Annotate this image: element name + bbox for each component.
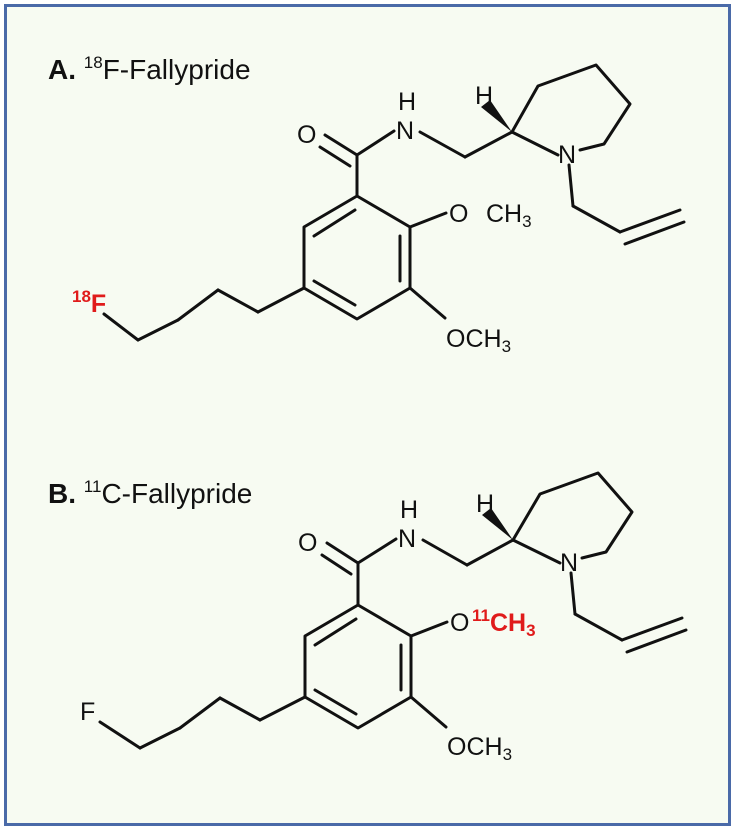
panel-a-amide-h-label: H [398, 88, 416, 116]
panel-b-letter: B. [48, 478, 76, 509]
panel-a-ring-n-bond [510, 130, 560, 157]
panel-a-methoxy-o-label: O [449, 200, 468, 228]
panel-b-ch2-bond [465, 538, 515, 567]
panel-a-chain-4 [136, 318, 180, 342]
panel-b-co-double-a [325, 541, 360, 565]
panel-b-allyl-1 [569, 571, 577, 616]
panel-a-benzene-ring [302, 194, 412, 321]
panel-a-ring-n-label: N [558, 141, 576, 169]
panel-b-chain-4 [138, 726, 182, 750]
panel-a-name: F-Fallypride [103, 54, 251, 85]
panel-a-allyl-3 [618, 208, 682, 234]
panel-b-pyrrolidine [511, 471, 634, 560]
panel-b-chain-3 [178, 696, 222, 730]
panel-a-ch2-bond [463, 130, 514, 159]
panel-a-allyl-2 [571, 204, 622, 234]
panel-a-fluorine-18-label: 18F [72, 287, 106, 318]
panel-a-allyl-double [623, 220, 686, 246]
panel-b-nch2-bond [421, 538, 469, 567]
panel-a-bonds [102, 63, 686, 342]
panel-b-amide-bond [356, 537, 398, 565]
panel-b-amide-n-label: N [398, 525, 416, 553]
panel-a-o-bond [408, 211, 448, 229]
panel-a-chain-1 [256, 286, 306, 314]
panel-b-h-label: H [476, 490, 494, 518]
panel-b-bonds [98, 471, 688, 750]
panel-b-carbon-11-methyl-label: 11CH3 [472, 606, 536, 640]
panel-b-stereo-wedge [482, 508, 513, 540]
panel-a-pyrrolidine [510, 63, 632, 152]
panel-b-chain-1 [258, 695, 307, 722]
panel-b-ring-double-1 [313, 617, 358, 647]
panel-a: A. 18F-Fallypride [48, 53, 686, 356]
panel-b-title: B. 11C-Fallypride [48, 477, 252, 509]
panel-a-chain-5 [102, 312, 140, 342]
panel-b-amide-h-label: H [400, 496, 418, 524]
panel-b-chain-2 [218, 696, 262, 722]
panel-b-co-double-b [320, 553, 353, 576]
panel-a-atom-labels: H H N O N O CH3 OCH3 18F [72, 82, 576, 356]
panel-b-name: C-Fallypride [101, 478, 252, 509]
panel-b-chain-5 [98, 720, 142, 750]
panel-b-fluorine-label: F [80, 698, 95, 726]
panel-a-carbonyl-o-label: O [297, 121, 316, 149]
panel-b-allyl-2 [573, 612, 624, 642]
panel-b-isotope: 11 [84, 477, 102, 496]
panel-a-ring-double-1 [312, 208, 357, 238]
panel-b-ring-n-label: N [560, 549, 578, 577]
panel-b-carbonyl-o-label: O [298, 529, 317, 557]
panel-a-h-label: H [475, 82, 493, 110]
panel-a-title: A. 18F-Fallypride [48, 53, 251, 85]
panel-a-och3-bond [408, 286, 447, 320]
panel-a-co-double-b [318, 145, 352, 168]
panel-a-methyl-label: CH3 [486, 200, 532, 231]
panel-b: B. 11C-Fallypride [48, 471, 688, 764]
panel-b-o-bond [409, 620, 449, 638]
panel-a-letter: A. [48, 54, 76, 85]
figure-frame [4, 4, 731, 826]
panel-a-chain-3 [176, 288, 220, 322]
panel-a-och3-label: OCH3 [446, 325, 511, 356]
panel-a-allyl-1 [567, 163, 575, 208]
panel-b-ring-double-3 [313, 688, 358, 716]
panel-b-methoxy-o-label: O [450, 609, 469, 637]
panel-a-chain-2 [216, 288, 260, 314]
panel-b-ring-n-bond [511, 538, 562, 565]
panel-b-allyl-double [625, 628, 688, 654]
panel-a-amide-bond [355, 129, 396, 157]
panel-a-stereo-wedge [481, 100, 512, 132]
panel-b-allyl-3 [620, 616, 684, 642]
panel-a-ring-double-3 [312, 279, 357, 307]
panel-b-benzene-ring [303, 603, 413, 730]
panel-b-och3-label: OCH3 [447, 733, 512, 764]
panel-a-nch2-bond [418, 130, 467, 159]
panel-b-och3-bond [409, 695, 448, 729]
panel-a-isotope: 18 [84, 53, 103, 72]
panel-b-atom-labels: H H N O N O 11CH3 OCH3 F [80, 490, 578, 764]
panel-a-amide-n-label: N [396, 117, 414, 145]
panel-a-co-double-a [323, 133, 359, 157]
